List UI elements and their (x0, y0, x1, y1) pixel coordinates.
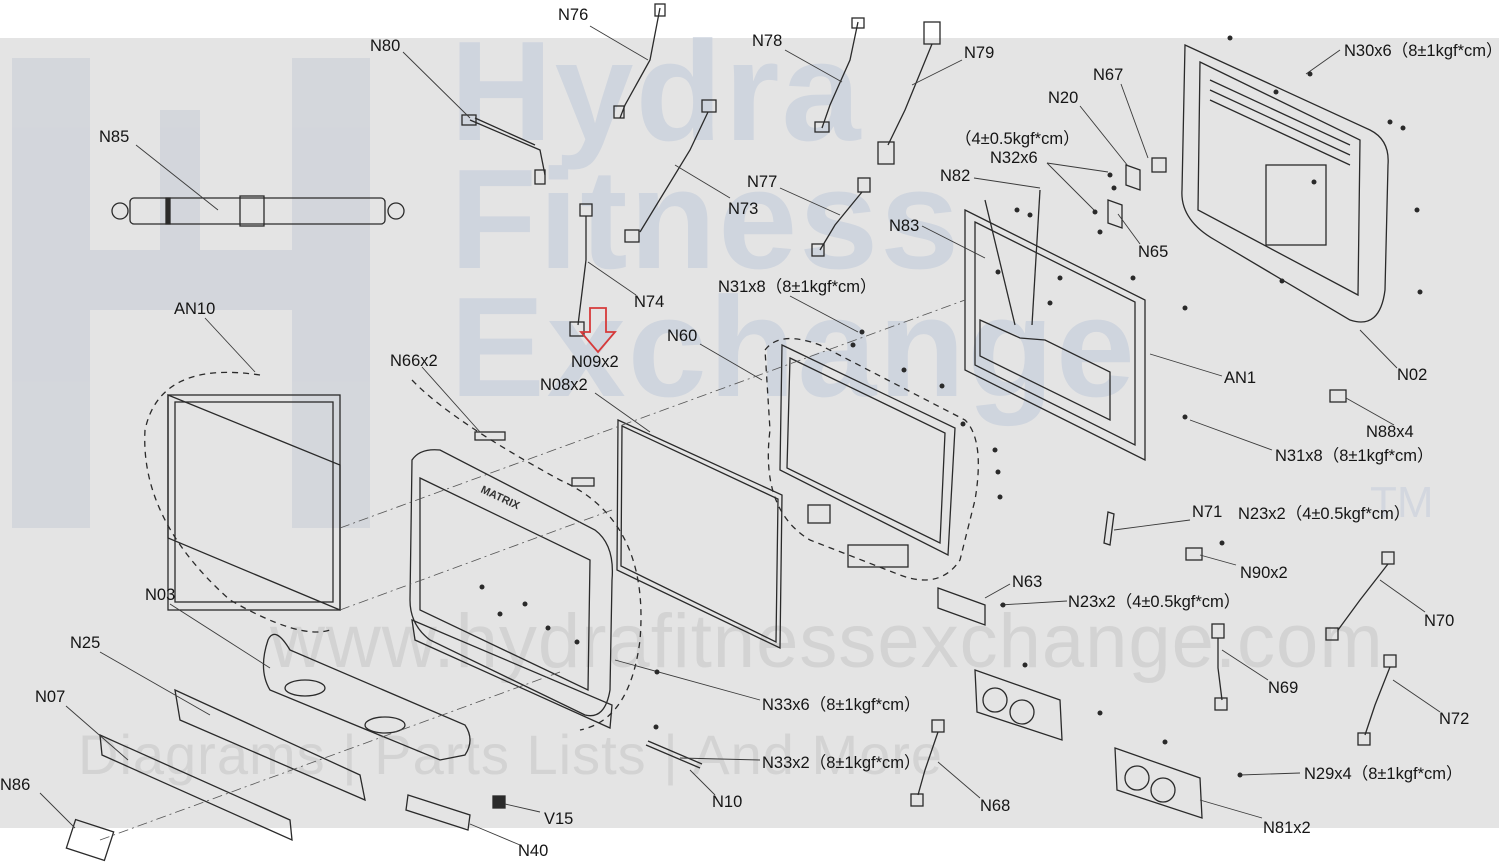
label-n29: N29x4（8±1kgf*cm） (1304, 765, 1463, 783)
part-n25-overlay (174, 688, 366, 802)
label-torque-n32: （4±0.5kgf*cm） (955, 130, 1080, 148)
leader-lines (39, 25, 1441, 846)
label-n86: N86 (0, 776, 31, 794)
label-n10: N10 (712, 793, 743, 811)
label-n78: N78 (752, 32, 783, 50)
part-v15 (492, 795, 506, 809)
label-n76: N76 (558, 6, 589, 24)
screws (479, 35, 1423, 778)
label-n83: N83 (889, 217, 920, 235)
watermark-h-logo (12, 58, 370, 528)
part-speaker-upper (974, 669, 1063, 741)
label-n63: N63 (1012, 573, 1043, 591)
label-n02: N02 (1397, 366, 1428, 384)
label-n25: N25 (70, 634, 101, 652)
part-n73-cable (624, 99, 717, 243)
part-n78-cable (814, 17, 865, 133)
part-n90 (1185, 547, 1203, 561)
label-n69: N69 (1268, 679, 1299, 697)
label-n03: N03 (145, 586, 176, 604)
highlight-arrow (579, 307, 617, 354)
part-n74-cable (569, 203, 593, 337)
part-n86-connector (65, 818, 115, 862)
watermark-trademark: TM (1370, 478, 1434, 527)
part-n02-rear-cover (1181, 43, 1389, 323)
label-n31-right: N31x8（8±1kgf*cm） (1275, 447, 1434, 465)
part-n72-cable (1357, 654, 1397, 746)
part-n80-cable (461, 114, 546, 185)
label-n67: N67 (1093, 66, 1124, 84)
label-n33-top: N33x6（8±1kgf*cm） (762, 696, 921, 714)
watermark-line-3: Exchange (450, 268, 1137, 427)
part-n63-board (937, 587, 986, 626)
part-n71 (1103, 511, 1115, 546)
label-n07: N07 (35, 688, 66, 706)
label-n81: N81x2 (1263, 819, 1311, 837)
label-n90: N90x2 (1240, 564, 1288, 582)
part-n76-cable (613, 3, 666, 119)
label-n32: N32x6 (990, 149, 1038, 167)
label-n30: N30x6（8±1kgf*cm） (1344, 42, 1499, 60)
part-front-bezel (409, 379, 642, 731)
part-n67-connector (1151, 157, 1167, 173)
part-n40-key-panel (405, 794, 471, 831)
label-n71: N71 (1192, 503, 1223, 521)
part-n65-bracket (1107, 199, 1123, 229)
label-n77: N77 (747, 173, 778, 191)
part-n20-bracket (1125, 164, 1141, 191)
label-n31-top: N31x8（8±1kgf*cm） (718, 278, 877, 296)
label-n70: N70 (1424, 612, 1455, 630)
part-an1-bracket (964, 189, 1146, 462)
label-n85: N85 (99, 128, 130, 146)
label-an10: AN10 (174, 300, 216, 318)
part-n03-button-housing (262, 633, 471, 761)
part-n88 (1329, 389, 1347, 403)
bezel-logo: MATRIX (479, 484, 522, 513)
label-n60: N60 (667, 327, 698, 345)
label-n40: N40 (518, 842, 549, 860)
label-v15: V15 (544, 810, 574, 828)
alignment-lines (99, 299, 966, 841)
label-n82: N82 (940, 167, 971, 185)
label-an1: AN1 (1224, 369, 1257, 387)
part-n66-labels (474, 431, 595, 487)
part-n77-cable (811, 177, 871, 257)
label-n88: N88x4 (1366, 423, 1414, 441)
part-n85-strap (111, 195, 405, 227)
label-n80: N80 (370, 37, 401, 55)
part-n69-cable (1211, 623, 1228, 711)
part-n10 (645, 740, 703, 769)
part-n79-cable (877, 21, 941, 165)
watermark-tagline: Diagrams | Parts Lists | And More (78, 723, 944, 786)
part-n68-cable (910, 719, 945, 807)
label-n23-top: N23x2（4±0.5kgf*cm） (1238, 505, 1411, 523)
part-n60-lcd-panel (764, 338, 979, 581)
label-n79: N79 (964, 44, 995, 62)
label-n65: N65 (1138, 243, 1169, 261)
watermark-line-1: Hydra (450, 12, 863, 171)
label-n23-bottom: N23x2（4±0.5kgf*cm） (1068, 593, 1241, 611)
label-n72: N72 (1439, 710, 1470, 728)
label-n74: N74 (634, 293, 665, 311)
part-n09-touch-panel (616, 418, 783, 650)
part-speaker-lower (1114, 747, 1203, 819)
part-n70-cable (1325, 551, 1395, 641)
label-n73: N73 (728, 200, 759, 218)
label-n08: N08x2 (540, 376, 588, 394)
watermark-band (0, 38, 1499, 828)
label-n09: N09x2 (571, 353, 619, 371)
label-n66: N66x2 (390, 352, 438, 370)
watermark-url: www.hydrafitnessexchange.com (270, 599, 1384, 684)
part-n07-trim (99, 733, 293, 842)
label-n33-bottom: N33x2（8±1kgf*cm） (762, 754, 921, 772)
label-n20: N20 (1048, 89, 1079, 107)
label-n68: N68 (980, 797, 1011, 815)
